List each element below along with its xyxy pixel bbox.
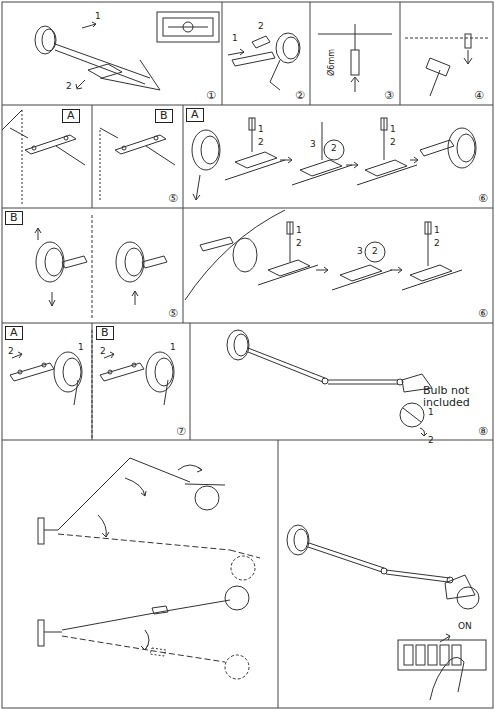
- callout-number: 3: [357, 247, 363, 257]
- callout-number: ON: [458, 622, 472, 632]
- step-number: ④: [474, 90, 484, 102]
- callout-number: 2: [8, 347, 14, 357]
- variant-letter: B: [5, 211, 23, 225]
- note-text: Bulb not included: [423, 385, 489, 409]
- callout-number: 1: [232, 34, 238, 44]
- callout-number: 1: [296, 226, 302, 236]
- callout-number: 2: [66, 82, 72, 92]
- adjustment-range: [38, 458, 260, 679]
- drill-mark: [318, 24, 392, 92]
- callout-number: 2: [258, 22, 264, 32]
- callout-number: 2: [428, 436, 434, 446]
- finished-lamp: [287, 525, 479, 609]
- hammer-plug: [405, 34, 490, 96]
- variant-letter: A: [186, 108, 204, 122]
- variant-letter: A: [5, 326, 23, 340]
- callout-number: 1: [170, 343, 176, 353]
- step-number: ⑧: [478, 426, 488, 438]
- callout-number: 1: [390, 125, 396, 135]
- callout-number: 2: [372, 247, 378, 257]
- step-number: ⑥: [478, 308, 488, 320]
- callout-number: 3: [310, 140, 316, 150]
- circuit-breaker: [398, 634, 486, 700]
- variant-letter: B: [155, 109, 173, 123]
- callout-number: 1: [95, 12, 101, 22]
- lamp-step-8: [227, 330, 432, 436]
- step-number: ②: [295, 90, 305, 102]
- variant-letter: A: [62, 109, 80, 123]
- callout-number: 1: [434, 226, 440, 236]
- lamp-step-2: [228, 33, 300, 90]
- step-number: ⑤: [168, 308, 178, 320]
- callout-number: 1: [258, 125, 264, 135]
- callout-number: 2: [390, 138, 396, 148]
- bracket-step-5b: [35, 215, 167, 320]
- callout-number: 2: [296, 239, 302, 249]
- mount-step-7: [10, 330, 174, 438]
- callout-number: 1: [428, 408, 434, 418]
- bracket-step-5a: [2, 110, 175, 205]
- step-number: ①: [206, 90, 216, 102]
- step-number: ⑥: [478, 193, 488, 205]
- wiring-step-6b: [185, 210, 462, 300]
- step-number: ③: [384, 90, 394, 102]
- variant-letter: B: [96, 326, 114, 340]
- callout-number: 2: [331, 144, 337, 154]
- dimension-label: Ø6mm: [328, 49, 337, 76]
- lamp-step-1: [35, 12, 219, 90]
- step-number: ⑤: [168, 193, 178, 205]
- step-number: ⑦: [176, 426, 186, 438]
- wiring-step-6a: [192, 118, 476, 200]
- callout-number: 2: [434, 239, 440, 249]
- callout-number: 1: [78, 343, 84, 353]
- callout-number: 2: [258, 138, 264, 148]
- callout-number: 2: [100, 347, 106, 357]
